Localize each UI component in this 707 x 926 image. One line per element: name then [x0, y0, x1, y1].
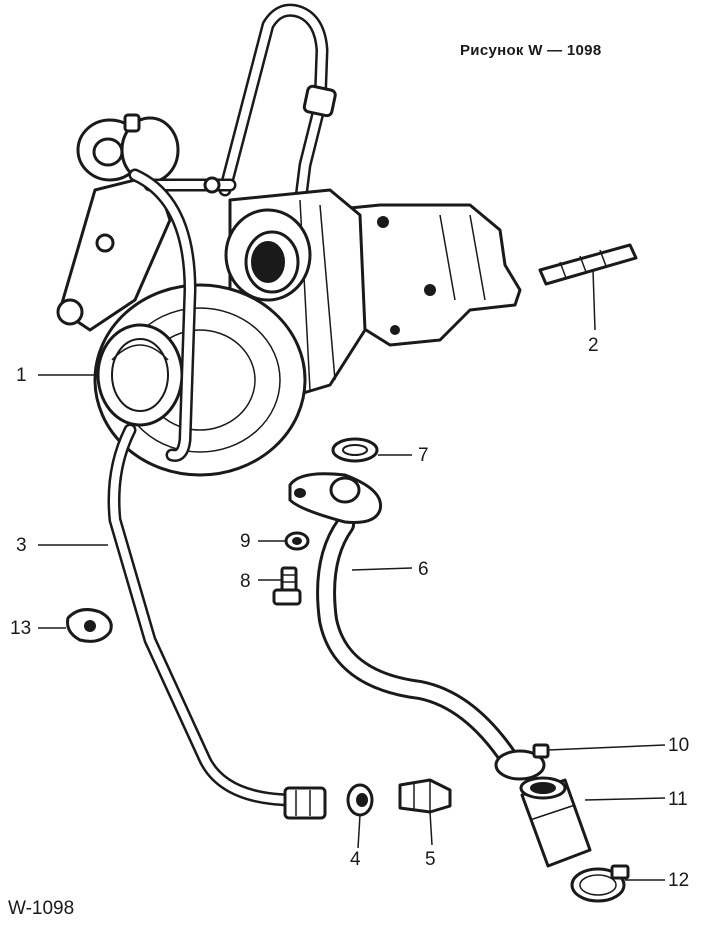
callout-5: 5: [425, 849, 436, 870]
callout-1: 1: [16, 365, 27, 386]
callout-11: 11: [668, 789, 688, 810]
callout-8: 8: [240, 571, 251, 592]
callout-6: 6: [418, 559, 429, 580]
rubber-hose-part-11: [519, 776, 592, 868]
figure-caption: Рисунок W — 1098: [460, 42, 602, 59]
callout-13: 13: [10, 618, 32, 639]
clip-part-13: [66, 608, 113, 643]
callout-3: 3: [16, 535, 27, 556]
callout-2: 2: [588, 335, 599, 356]
oil-feed-hose-part-3: [107, 423, 327, 820]
clamp-part-12: [570, 864, 630, 903]
callout-10: 10: [668, 735, 690, 756]
leader-lines: [38, 269, 666, 881]
gasket-part-7: [331, 437, 379, 463]
callout-4: 4: [350, 849, 361, 870]
washer-part-4: [346, 783, 374, 817]
turbocharger: [56, 113, 522, 477]
upper-bent-pipe: [218, 3, 337, 212]
callout-9: 9: [240, 531, 251, 552]
oil-return-hose-part-6: [288, 472, 520, 770]
stud-part-2: [538, 243, 638, 286]
callout-7: 7: [418, 445, 429, 466]
clamp-part-10: [494, 743, 550, 781]
union-bolt-part-5: [398, 778, 452, 814]
bolt-part-8: [272, 566, 302, 606]
callout-12: 12: [668, 870, 690, 891]
figure-code: W-1098: [8, 898, 75, 919]
washer-part-9: [284, 531, 310, 551]
